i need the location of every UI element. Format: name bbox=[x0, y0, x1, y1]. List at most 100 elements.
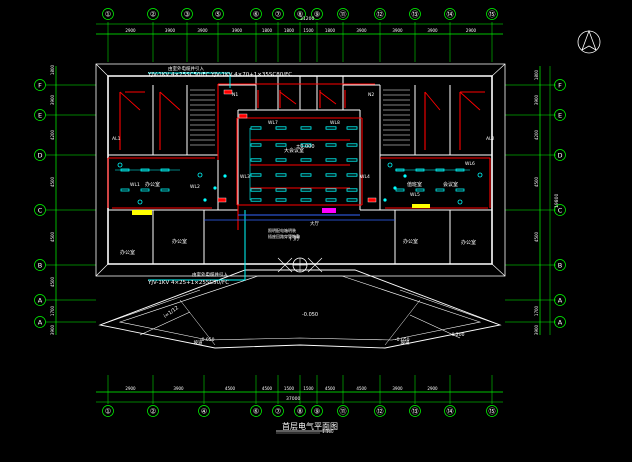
grid-bubble-top bbox=[250, 8, 262, 20]
grid-bubble-left bbox=[34, 109, 46, 121]
fluorescent-fixture-icon bbox=[300, 158, 312, 162]
grid-bubble-left bbox=[34, 204, 46, 216]
distribution-panel-icon bbox=[217, 197, 227, 203]
downlight-icon bbox=[223, 174, 227, 178]
grid-label-right: A bbox=[558, 319, 563, 327]
grid-label-bottom: ⑮ bbox=[489, 408, 496, 416]
grid-bubble-left bbox=[34, 259, 46, 271]
dim-text-right: 1700 bbox=[534, 305, 539, 316]
grid-label-bottom: ⑬ bbox=[412, 408, 419, 416]
grid-label-top: ⑭ bbox=[447, 11, 454, 19]
grid-bubble-top bbox=[102, 8, 114, 20]
grid-label-bottom: ② bbox=[150, 408, 156, 416]
circuit-label: WL5 bbox=[410, 192, 420, 198]
power-diagonal-run bbox=[424, 91, 441, 111]
grid-label-bottom: ⑥ bbox=[253, 408, 259, 416]
grid-bubble-top bbox=[409, 8, 421, 20]
level-mark-left: -0.050 bbox=[200, 337, 215, 343]
grid-bubble-bottom bbox=[198, 405, 210, 417]
grid-bubble-left bbox=[34, 149, 46, 161]
fluorescent-fixture-icon bbox=[346, 143, 358, 147]
dim-text-bottom: 3900 bbox=[173, 386, 184, 391]
drawing-note: 插座回路穿管暗敷 bbox=[268, 233, 300, 239]
fluorescent-fixture-icon bbox=[275, 188, 287, 192]
ramp-side-right bbox=[384, 299, 421, 346]
grid-label-bottom: ⑧ bbox=[297, 408, 303, 416]
fluorescent-fixture-icon bbox=[455, 188, 465, 192]
grid-bubble-left bbox=[34, 294, 46, 306]
fluorescent-fixture-icon bbox=[120, 188, 130, 192]
fluorescent-fixture-icon bbox=[250, 173, 262, 177]
room-label-duty: 值班室 bbox=[407, 181, 422, 188]
grid-label-bottom: ⑪ bbox=[340, 408, 347, 416]
grid-bubble-top bbox=[212, 8, 224, 20]
grid-label-top: ⑦ bbox=[275, 11, 281, 19]
entrance-plaza-outline bbox=[98, 269, 502, 349]
drawing-title: 首层电气平面图 bbox=[282, 421, 338, 431]
dim-top-total: 31200 bbox=[300, 16, 314, 22]
distribution-panel-icon bbox=[367, 197, 377, 203]
circuit-label: N2 bbox=[368, 92, 374, 98]
dim-text-left: 3900 bbox=[50, 94, 55, 105]
dim-text-left: 4500 bbox=[50, 231, 55, 242]
fluorescent-fixture-icon bbox=[325, 126, 337, 130]
fluorescent-fixture-icon bbox=[160, 188, 170, 192]
grid-bubble-bottom bbox=[272, 405, 284, 417]
fluorescent-fixture-icon bbox=[300, 126, 312, 130]
grid-label-left: D bbox=[37, 152, 42, 160]
circuit-label: AL2 bbox=[486, 136, 495, 142]
fluorescent-fixture-icon bbox=[415, 188, 425, 192]
grid-label-bottom: ⑨ bbox=[314, 408, 320, 416]
switch-icon bbox=[387, 162, 393, 168]
grid-label-right: D bbox=[557, 152, 562, 160]
grid-bubble-top bbox=[294, 8, 306, 20]
grid-label-bottom: ⑫ bbox=[377, 408, 384, 416]
grid-label-right: A bbox=[558, 297, 563, 305]
downlight-icon bbox=[393, 186, 397, 190]
room-label-hall: 大厅 bbox=[310, 220, 319, 227]
circuit-label: AL1 bbox=[112, 136, 121, 142]
dim-text-right: 1800 bbox=[534, 69, 539, 80]
dim-text-bottom: 4500 bbox=[356, 386, 367, 391]
grid-bubble-right bbox=[554, 109, 566, 121]
fluorescent-fixture-icon bbox=[325, 158, 337, 162]
downlight-icon bbox=[213, 186, 217, 190]
drawing-note: 照明配电箱明装 bbox=[268, 227, 296, 233]
grid-bubble-bottom bbox=[294, 405, 306, 417]
distribution-panel-icon bbox=[223, 89, 233, 95]
room-label-office-c: 办公室 bbox=[172, 238, 187, 245]
grid-label-bottom: ⑦ bbox=[275, 408, 281, 416]
dim-text-bottom: 1500 bbox=[303, 386, 314, 391]
dim-text-right: 4500 bbox=[534, 176, 539, 187]
power-diagonal-run bbox=[119, 91, 141, 111]
dim-text-top: 3900 bbox=[427, 28, 438, 33]
fluorescent-fixture-icon bbox=[140, 188, 150, 192]
grid-bubble-top bbox=[272, 8, 284, 20]
grid-label-left: F bbox=[38, 82, 42, 90]
room-label-lobby: 门厅 bbox=[290, 235, 300, 242]
north-arrow-icon bbox=[577, 29, 601, 54]
dim-text-bottom: 4500 bbox=[225, 386, 236, 391]
switch-icon bbox=[137, 199, 143, 205]
ramp-edge-left bbox=[99, 289, 201, 326]
fluorescent-fixture-icon bbox=[346, 158, 358, 162]
power-diagonal-run bbox=[319, 91, 337, 105]
level-mark-outer: -0.200 bbox=[450, 332, 465, 338]
level-mark-plaza: -0.050 bbox=[302, 312, 318, 318]
grid-bubble-top bbox=[147, 8, 159, 20]
grid-label-bottom: ④ bbox=[201, 408, 207, 416]
dim-text-top: 3900 bbox=[356, 28, 367, 33]
grid-bubble-bottom bbox=[147, 405, 159, 417]
grid-label-top: ⑧ bbox=[297, 11, 303, 19]
switch-icon bbox=[117, 162, 123, 168]
grid-label-bottom: ① bbox=[105, 408, 111, 416]
dim-text-top: 1800 bbox=[262, 28, 273, 33]
grid-label-top: ② bbox=[150, 11, 156, 19]
dim-text-bottom: 4500 bbox=[325, 386, 336, 391]
fluorescent-fixture-icon bbox=[275, 126, 287, 130]
grid-bubble-right bbox=[554, 259, 566, 271]
eave-corner-bl bbox=[95, 263, 109, 277]
grid-label-bottom: ⑭ bbox=[447, 408, 454, 416]
fluorescent-fixture-icon bbox=[325, 173, 337, 177]
